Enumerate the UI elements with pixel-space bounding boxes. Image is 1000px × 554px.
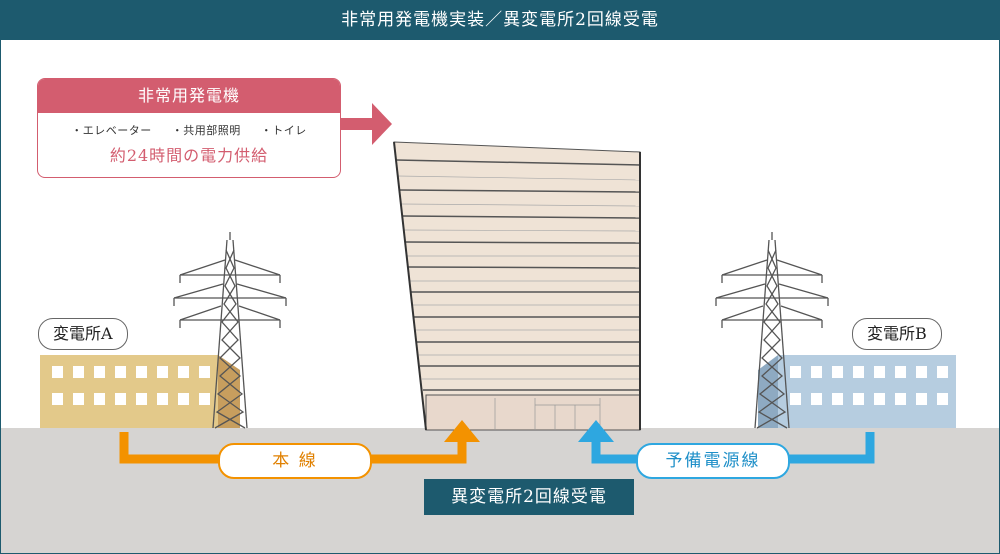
backup-line-label: 予備電源線 <box>636 443 790 479</box>
generator-arrow <box>341 103 392 145</box>
title-bar: 非常用発電機実装／異変電所2回線受電 <box>0 0 1000 40</box>
substation-b-label: 変電所B <box>852 318 942 350</box>
building <box>393 141 641 431</box>
generator-item-elevator: ・エレベーター <box>71 124 152 137</box>
generator-items: ・エレベーター ・共用部照明 ・トイレ <box>38 122 340 138</box>
generator-item-toilet: ・トイレ <box>260 124 307 137</box>
generator-heading: 非常用発電機 <box>38 79 340 113</box>
generator-callout: 非常用発電機 ・エレベーター ・共用部照明 ・トイレ 約24時間の電力供給 <box>37 78 341 178</box>
main-line-label: 本 線 <box>218 443 372 479</box>
generator-note: 約24時間の電力供給 <box>109 146 269 165</box>
substation-a-label: 変電所A <box>38 318 128 350</box>
bottom-label: 異変電所2回線受電 <box>424 479 634 515</box>
substation-a <box>40 355 240 428</box>
transmission-tower-left <box>173 232 287 429</box>
transmission-tower-right <box>715 232 829 429</box>
generator-item-lighting: ・共用部照明 <box>171 124 241 137</box>
